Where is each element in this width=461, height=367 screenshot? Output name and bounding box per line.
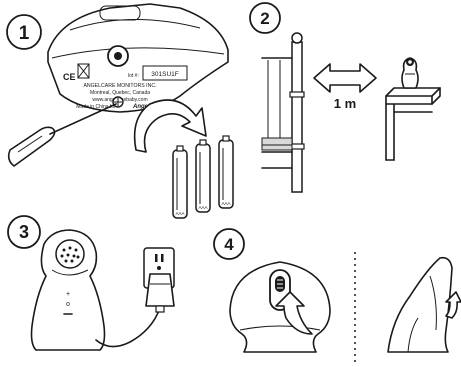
step-4-number: 4 [224, 235, 234, 254]
step-2-panel: 2 1 m [249, 2, 441, 193]
model-number: 301SU1F [151, 71, 178, 78]
ce-mark: CE [63, 72, 76, 82]
curved-arrow-icon [133, 99, 207, 153]
distance-label: 1 m [334, 96, 356, 111]
step-2-number: 2 [260, 9, 269, 28]
recycle-bin-icon [77, 63, 90, 79]
battery-2: AAA [195, 139, 211, 213]
batteries: AAA AAA AAA [172, 135, 234, 219]
step-1-panel: 1 CE lot #: 301SU1F ANGELCARE MONITORS I… [6, 3, 234, 219]
model-number-box [142, 65, 188, 81]
made-in-label: Made in China for [76, 104, 116, 110]
battery-label: AAA [221, 201, 230, 206]
step-3-panel: 3 + o [7, 215, 175, 351]
battery-label: AAA [175, 211, 184, 216]
battery-label: AAA [198, 205, 207, 210]
unit-back-view [229, 261, 331, 353]
battery-1: AAA [172, 145, 188, 219]
power-adapter-icon [145, 273, 175, 313]
monitor-underside: CE lot #: 301SU1F ANGELCARE MONITORS INC… [47, 3, 229, 113]
speaker-grille [55, 239, 85, 269]
company-name: ANGELCARE MONITORS INC. [83, 83, 156, 89]
power-indicator: o [66, 301, 70, 308]
crib-icon [261, 32, 305, 193]
screwdriver-icon [7, 103, 117, 167]
step-3-badge [7, 215, 41, 249]
side-arrow-icon [445, 291, 461, 319]
company-city: Montreal, Quebec, Canada [90, 90, 150, 96]
step-4-badge [213, 228, 245, 260]
step-1-number: 1 [19, 23, 30, 44]
step-1-badge [6, 14, 42, 50]
step-2-badge [249, 2, 281, 34]
step-3-number: 3 [19, 222, 29, 242]
distance-arrow-icon [313, 63, 377, 93]
nursery-unit: + o [30, 229, 106, 351]
unit-side-view [387, 256, 453, 353]
battery-3: AAA [218, 135, 234, 209]
power-cable [95, 307, 161, 348]
step-4-panel: 4 [213, 228, 461, 362]
table-icon [385, 87, 441, 161]
lot-label: lot #: [128, 73, 139, 79]
slide-up-arrow-icon [275, 291, 313, 335]
monitor-on-table [401, 57, 419, 89]
volume-plus: + [66, 291, 70, 298]
